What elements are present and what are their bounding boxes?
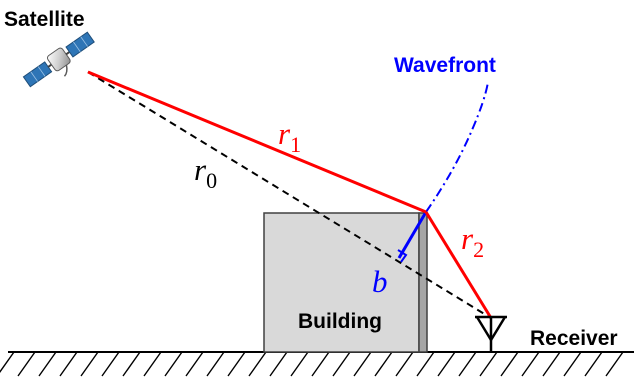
ground-hatch-line xyxy=(269,351,288,377)
ground-hatch-line xyxy=(38,351,57,377)
ground-hatch-line xyxy=(227,351,246,377)
building xyxy=(263,212,428,353)
ground-hatch-line xyxy=(584,351,603,377)
right-angle-marker xyxy=(397,249,408,263)
ground-hatch-line xyxy=(563,351,582,377)
ground-hatch-line xyxy=(290,351,309,377)
wavefront-label: Wavefront xyxy=(394,54,496,77)
ground-hatch-line xyxy=(353,351,372,377)
ground-hatch-line xyxy=(521,351,540,377)
ground-hatch-line xyxy=(311,351,330,377)
ground-hatch-line xyxy=(17,351,36,377)
ground-hatch-line xyxy=(0,351,15,373)
ground-hatch-line xyxy=(374,351,393,377)
receiver-label: Receiver xyxy=(530,327,618,350)
ground-hatch-line xyxy=(458,351,477,377)
r0-label: r0 xyxy=(194,152,217,193)
antenna-icon xyxy=(475,315,507,352)
direct-path-r0 xyxy=(87,71,492,319)
ground-hatch-line xyxy=(80,351,99,377)
building-side xyxy=(418,212,428,353)
signal-path-r1 xyxy=(87,70,427,214)
ground-hatch-line xyxy=(122,351,141,377)
ground-hatch-line xyxy=(248,351,267,377)
signal-path-r2 xyxy=(424,211,493,319)
ground-hatch-line xyxy=(206,351,225,377)
ground-hatch-line xyxy=(185,351,204,377)
ground-hatch-line xyxy=(542,351,561,377)
b-label: b xyxy=(372,264,388,299)
ground-hatch-line xyxy=(605,351,624,377)
building-front xyxy=(263,212,420,353)
satellite-label: Satellite xyxy=(4,8,85,31)
wavefront-line xyxy=(425,81,489,213)
ground-hatch-line xyxy=(332,351,351,377)
ground-hatch-line xyxy=(479,351,498,377)
ground-hatch-line xyxy=(101,351,120,377)
building-label: Building xyxy=(298,310,382,333)
ground xyxy=(0,351,634,377)
ground-hatch-line xyxy=(143,351,162,377)
satellite-icon xyxy=(22,31,95,88)
ground-hatch-line xyxy=(416,351,435,377)
ground-hatch-line xyxy=(59,351,78,377)
r2-label: r2 xyxy=(461,221,484,262)
ground-hatch-line xyxy=(500,351,519,377)
r1-label: r1 xyxy=(278,116,301,157)
ground-hatch-line xyxy=(164,351,183,377)
ground-hatch-line xyxy=(395,351,414,377)
distance-b xyxy=(397,211,428,263)
ground-hatch-line xyxy=(437,351,456,377)
